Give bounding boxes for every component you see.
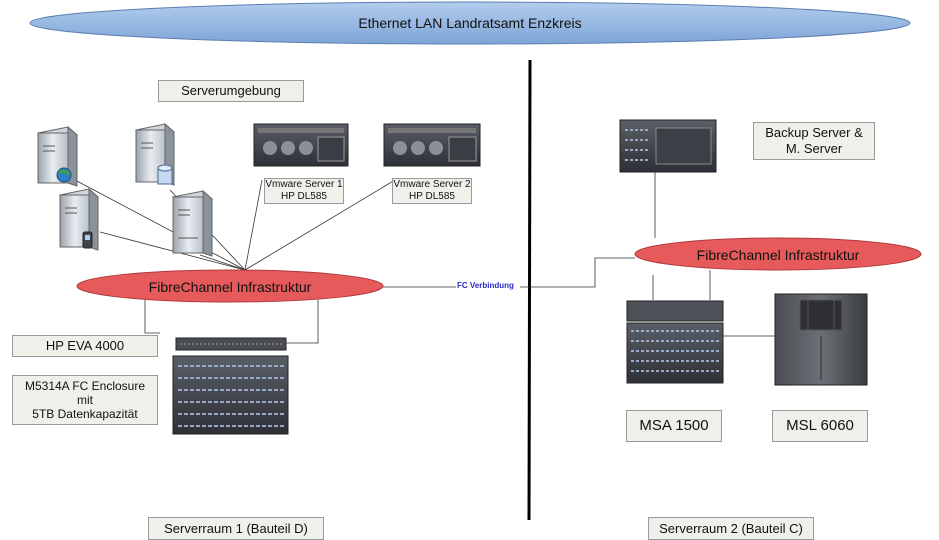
msl-6060-label: MSL 6060 [772, 410, 868, 442]
fc-enclosure-label: M5314A FC Enclosure mit 5TB Datenkapazit… [12, 375, 158, 425]
serverraum-1-label: Serverraum 1 (Bauteil D) [148, 517, 324, 540]
fc-infrastructure-right-ellipse [634, 237, 922, 271]
msl-6060-tape-library-icon [774, 293, 868, 386]
left-connection-lines [74, 179, 635, 344]
msa-1500-icon [626, 300, 724, 384]
vmware-server-1-rack-icon [253, 123, 349, 167]
right-connection-lines [652, 172, 775, 337]
lan-ellipse [29, 1, 911, 45]
server-tower-hub-icon [171, 189, 214, 257]
server-tower-mobile-icon [58, 187, 100, 251]
fc-enclosure-icon [172, 355, 289, 435]
hp-eva-4000-controller-icon [175, 337, 287, 351]
backup-server-label: Backup Server & M. Server [753, 122, 875, 160]
serverumgebung-label: Serverumgebung [158, 80, 304, 102]
vmware-server-2-label: Vmware Server 2 HP DL585 [392, 178, 472, 204]
vmware-server-2-rack-icon [383, 123, 481, 167]
serverraum-2-label: Serverraum 2 (Bauteil C) [648, 517, 814, 540]
msa-1500-label: MSA 1500 [626, 410, 722, 442]
vmware-server-1-label: Vmware Server 1 HP DL585 [264, 178, 344, 204]
fc-verbindung-label: FC Verbindung [456, 281, 515, 290]
fc-infrastructure-left-ellipse [76, 269, 384, 303]
server-tower-database-icon [134, 122, 176, 186]
server-tower-web-icon [36, 125, 79, 187]
room-divider-line [527, 59, 532, 521]
hp-eva-4000-label: HP EVA 4000 [12, 335, 158, 357]
backup-server-icon [619, 119, 717, 173]
